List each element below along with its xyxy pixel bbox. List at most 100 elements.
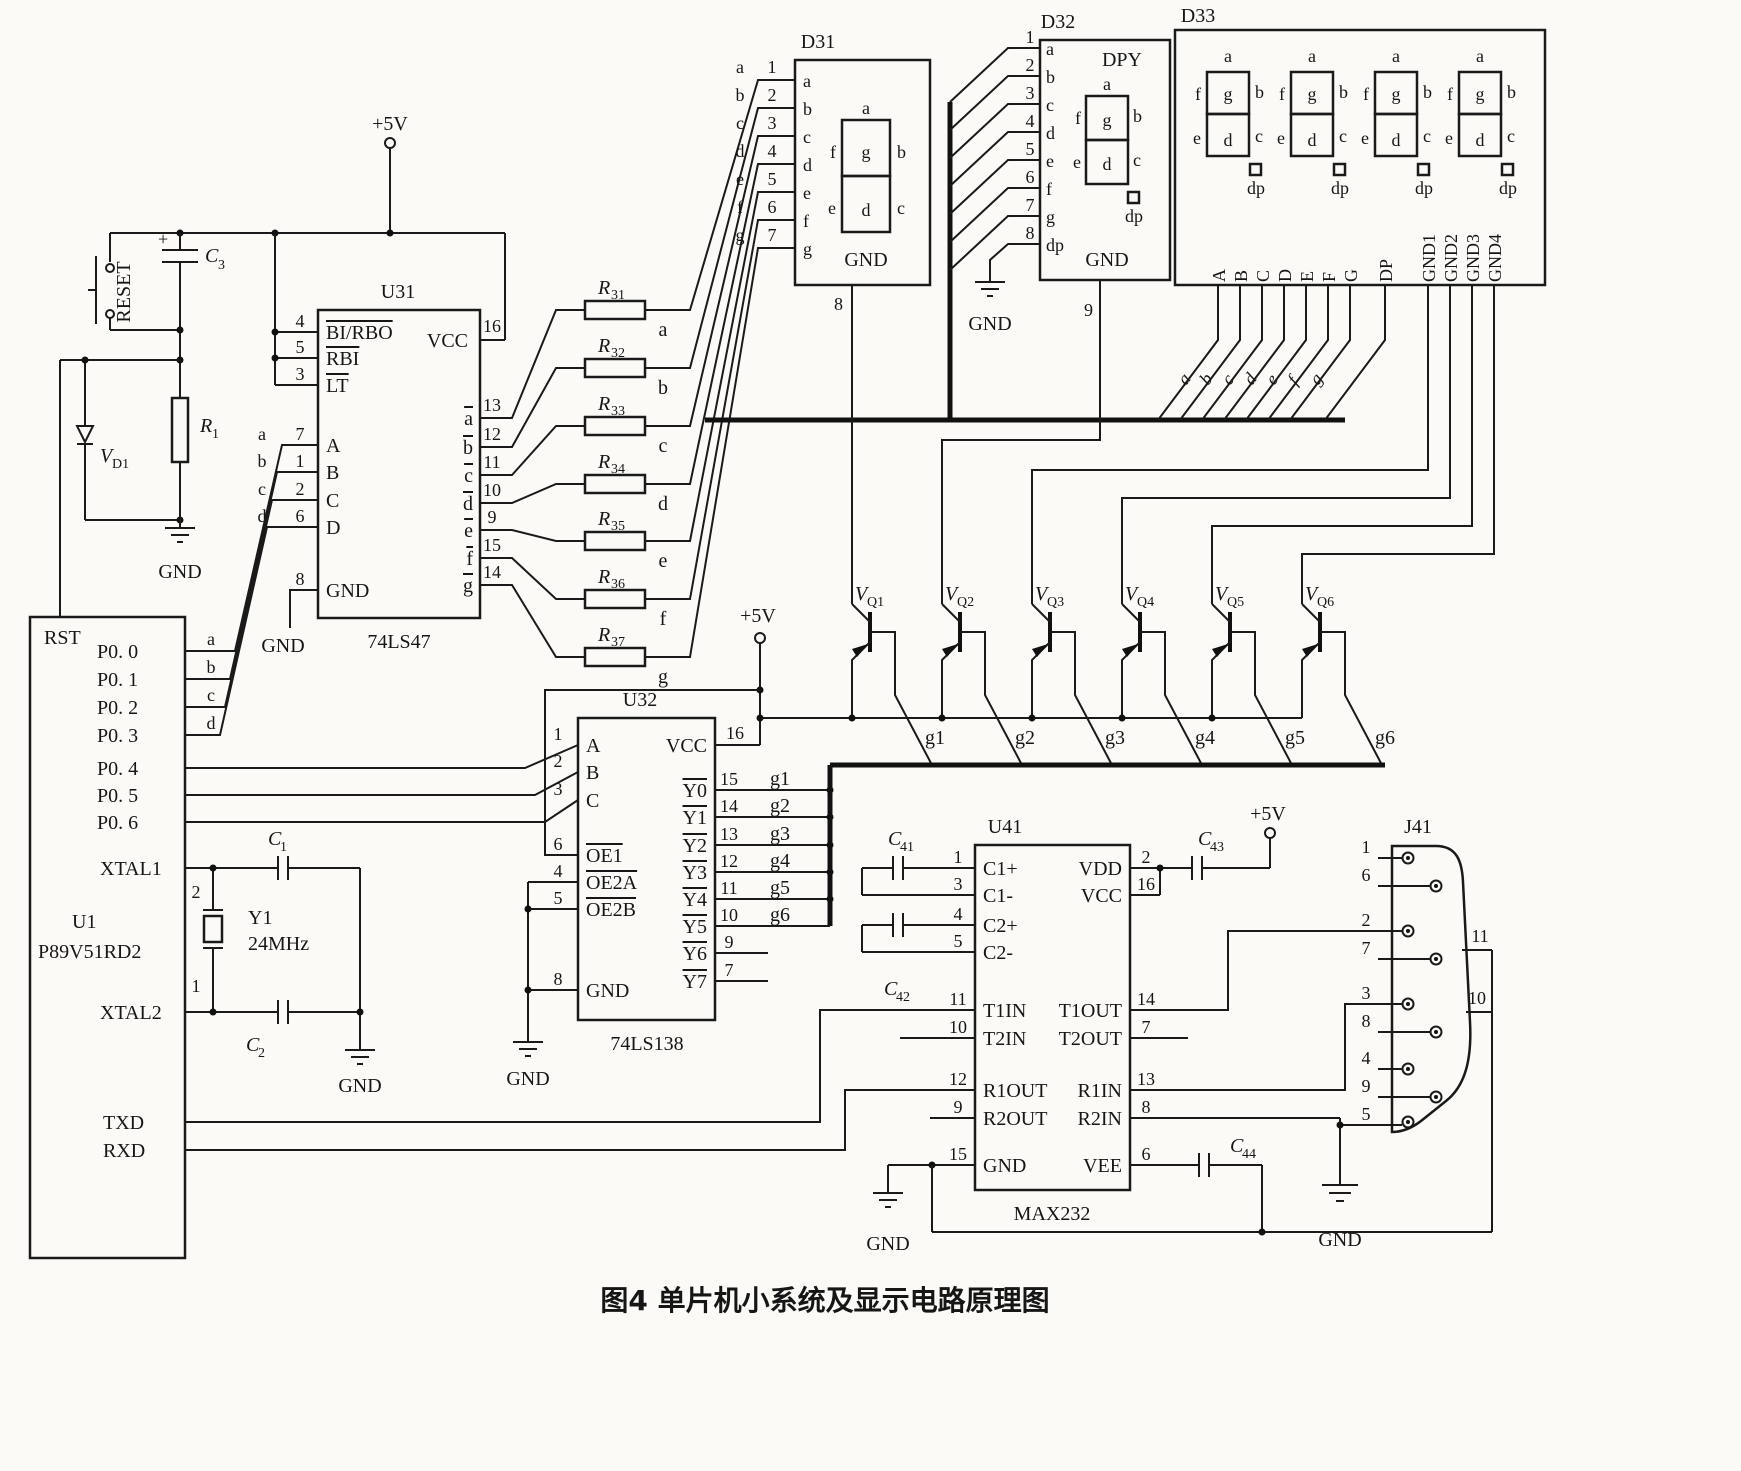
wire-label: a (1173, 369, 1194, 388)
mcu-rst: RST (44, 627, 81, 649)
seg-glyph: a (1476, 46, 1484, 66)
seg-pin: d (1046, 123, 1055, 143)
mcu-body (28, 615, 187, 1260)
pin-num: 2 (768, 85, 777, 105)
mcu-part: P89V51RD2 (38, 941, 141, 963)
seg-glyph: dp (1499, 178, 1517, 198)
vq-sub: Q5 (1227, 595, 1244, 610)
seg-pin: dp (1046, 235, 1064, 255)
c44-sub: 44 (1242, 1147, 1256, 1162)
g-label: g3 (770, 823, 790, 845)
pin-num: 10 (483, 480, 501, 500)
d33-gnd-pin: GND3 (1463, 234, 1483, 282)
pin-num: 4 (954, 904, 963, 924)
u32-body (576, 716, 717, 1022)
wire-label: g (1305, 369, 1326, 388)
pin-num: 9 (725, 932, 734, 952)
u41-pin-label: VEE (1083, 1155, 1122, 1177)
seg-glyph: a (1224, 46, 1232, 66)
wire-label: f (737, 197, 743, 217)
pin-num: 10 (1468, 988, 1486, 1008)
pin-num: 8 (834, 294, 843, 314)
pin-num: 15 (483, 535, 501, 555)
p5v-label: +5V (740, 605, 776, 627)
pin-num: 8 (296, 569, 305, 589)
seg-pin: c (1046, 95, 1054, 115)
seg-glyph: a (1308, 46, 1316, 66)
r-sub: 34 (611, 462, 625, 477)
gnd-label: GND (158, 561, 201, 583)
pin-num: 13 (483, 395, 501, 415)
u32-y: Y1 (683, 807, 707, 829)
c3-label: C (205, 245, 219, 267)
seg-glyph: f (1075, 108, 1081, 128)
resistor (583, 299, 647, 321)
u41-pin-label: C1- (983, 885, 1013, 907)
u32-pin-label: OE2A (586, 872, 638, 894)
r-sub: 37 (611, 635, 625, 650)
gnd-label: GND (506, 1068, 549, 1090)
d33-bus-pin: F (1319, 272, 1339, 282)
pin-num: 7 (725, 960, 734, 980)
db9-shell (1390, 844, 1472, 1134)
pin-num: 15 (720, 769, 738, 789)
pin-num: 2 (1142, 847, 1151, 867)
u31-out-label: d (463, 493, 473, 515)
p5v-label: +5V (1250, 803, 1286, 825)
pin-num: 2 (1362, 910, 1371, 930)
d33-gnd-pin: GND4 (1485, 234, 1505, 282)
pin-num: 6 (768, 197, 777, 217)
d32-dpy: DPY (1102, 49, 1142, 71)
pin-num: 4 (1026, 111, 1035, 131)
pin-num: 5 (768, 169, 777, 189)
wire-label: d (207, 713, 216, 733)
u32-y: Y3 (683, 862, 707, 884)
j41-db9: J41 1 6 2 7 3 8 4 9 5 11 10 (1362, 816, 1493, 1232)
u32-pin-label: C (586, 790, 599, 812)
seg-glyph: c (1133, 150, 1141, 170)
wire-label: b (658, 377, 668, 399)
c44-label: C (1230, 1135, 1244, 1157)
u41-pin-label: GND (983, 1155, 1026, 1177)
u32-74ls138: U32 74LS138 +5V VCC 16 A B C 1 2 3 OE1 O… (185, 605, 834, 1090)
u41-body (973, 843, 1132, 1192)
seg-pin: d (803, 155, 812, 175)
seg-glyph: d (862, 200, 871, 220)
vq-sub: Q2 (957, 595, 974, 610)
seg-glyph: f (1447, 84, 1453, 104)
seg-glyph: e (1073, 152, 1081, 172)
wire-label: c (736, 113, 744, 133)
power-reset-circuit: +5V RESET + C 3 V D1 R 1 GND (59, 113, 506, 617)
u31-pin-label: RBI (326, 348, 359, 370)
pin-num: 2 (554, 751, 563, 771)
c43-sub: 43 (1210, 840, 1224, 855)
r-label: R (597, 277, 610, 299)
gnd-label: GND (338, 1075, 381, 1097)
mcu-xtal2: XTAL2 (100, 1002, 162, 1024)
u41-pin-label: T2IN (983, 1028, 1026, 1050)
g-label: g1 (925, 727, 945, 749)
seg-pin: a (803, 71, 811, 91)
u41-pin-label: T1IN (983, 1000, 1026, 1022)
figure-caption: 图4 单片机小系统及显示电路原理图 (600, 1284, 1049, 1317)
mcu-pin: P0. 6 (97, 812, 138, 834)
mcu-pin: P0. 5 (97, 785, 138, 807)
wire-label: d (1239, 368, 1261, 388)
seg-glyph: b (1339, 82, 1348, 102)
u41-pin-label: T2OUT (1059, 1028, 1122, 1050)
u31-gnd: GND (326, 580, 369, 602)
mcu-xtal1: XTAL1 (100, 858, 162, 880)
vd1-sub: D1 (112, 457, 129, 472)
seg-glyph: d (1308, 130, 1317, 150)
pin-num: 3 (1026, 83, 1035, 103)
seg-glyph: c (1339, 126, 1347, 146)
pin-num: 15 (949, 1144, 967, 1164)
pin-num: 1 (192, 976, 201, 996)
y1-ref: Y1 (248, 907, 272, 929)
mcu-pin: P0. 1 (97, 669, 138, 691)
wire-label: a (207, 629, 215, 649)
seg-glyph: b (1507, 82, 1516, 102)
pin-num: 10 (949, 1017, 967, 1037)
